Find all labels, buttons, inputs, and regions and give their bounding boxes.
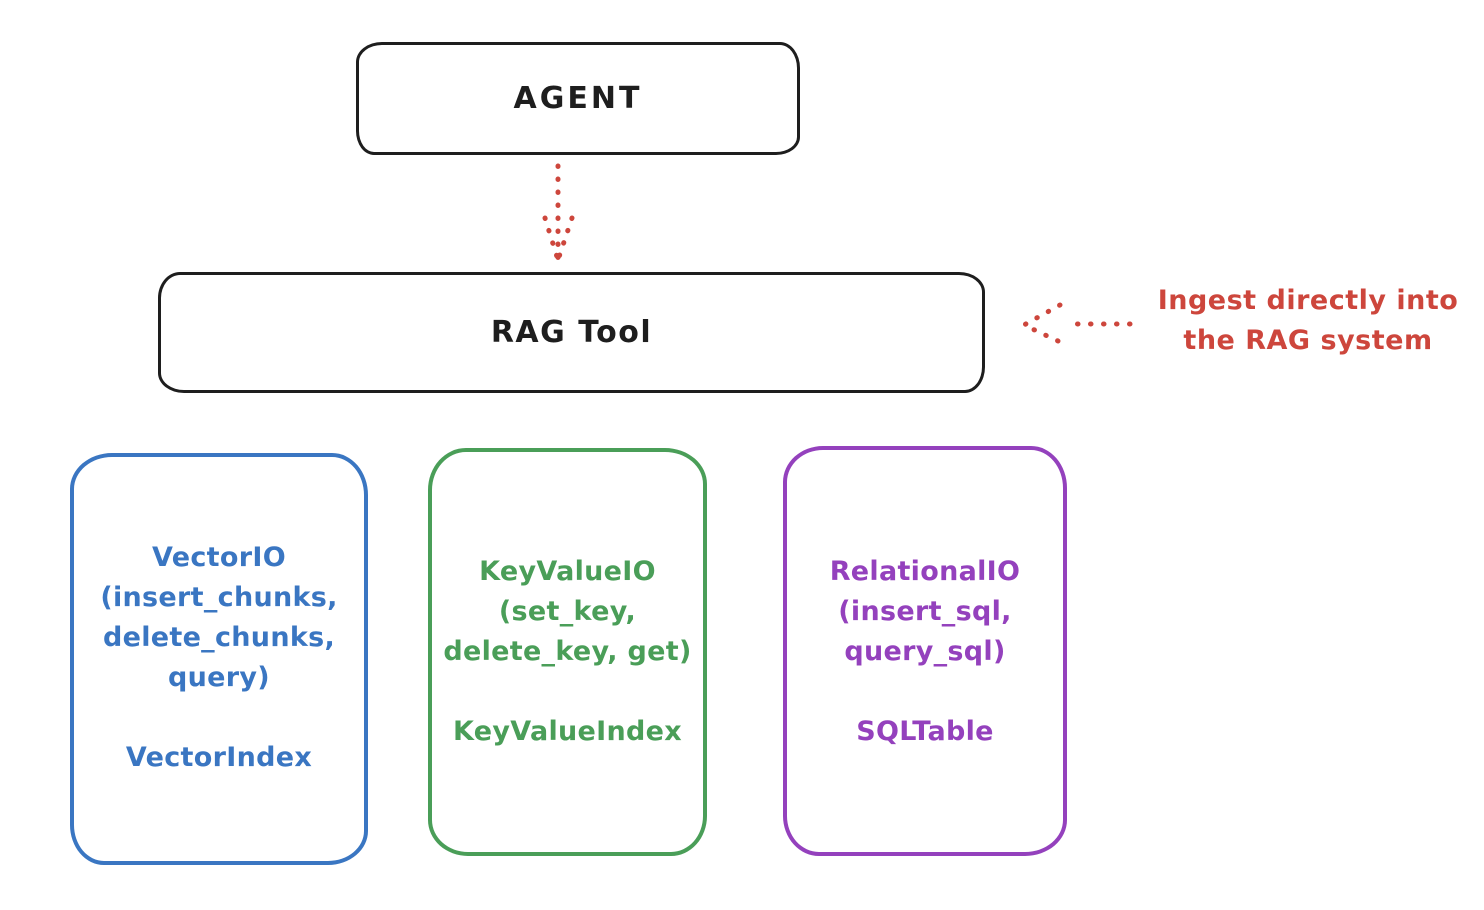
ingest-annotation-line-2: the RAG system	[1183, 325, 1433, 356]
store-title: RelationalIO	[829, 556, 1021, 587]
vector-io-node: VectorIO (insert_chunks, delete_chunks, …	[70, 453, 368, 865]
agent-to-ragtool-arrow	[542, 163, 575, 263]
ingest-annotation: Ingest directly into the RAG system	[1138, 281, 1478, 361]
store-method-line: (set_key,	[498, 596, 637, 627]
key-value-io-node: KeyValueIO (set_key, delete_key, get) Ke…	[428, 448, 707, 856]
ragtool-label: RAG Tool	[490, 315, 653, 350]
store-method-line: delete_chunks,	[102, 622, 336, 653]
store-title: KeyValueIO	[479, 556, 656, 587]
agent-node: AGENT	[356, 42, 800, 155]
store-index-label: KeyValueIndex	[452, 716, 682, 747]
store-index-label: SQLTable	[856, 716, 994, 747]
ragtool-node: RAG Tool	[158, 272, 985, 393]
store-method-line: delete_key, get)	[443, 636, 692, 667]
agent-label: AGENT	[513, 81, 643, 116]
store-index-label: VectorIndex	[125, 742, 313, 773]
store-method-line: (insert_chunks,	[100, 582, 338, 613]
store-method-line: query_sql)	[844, 636, 1006, 667]
ingest-annotation-line-1: Ingest directly into	[1157, 285, 1459, 316]
relational-io-node: RelationalIO (insert_sql, query_sql) SQL…	[783, 446, 1067, 856]
store-method-line: (insert_sql,	[838, 596, 1012, 627]
store-method-line: query)	[168, 662, 270, 693]
ingest-annotation-arrow	[1021, 302, 1133, 344]
store-title: VectorIO	[152, 542, 286, 573]
